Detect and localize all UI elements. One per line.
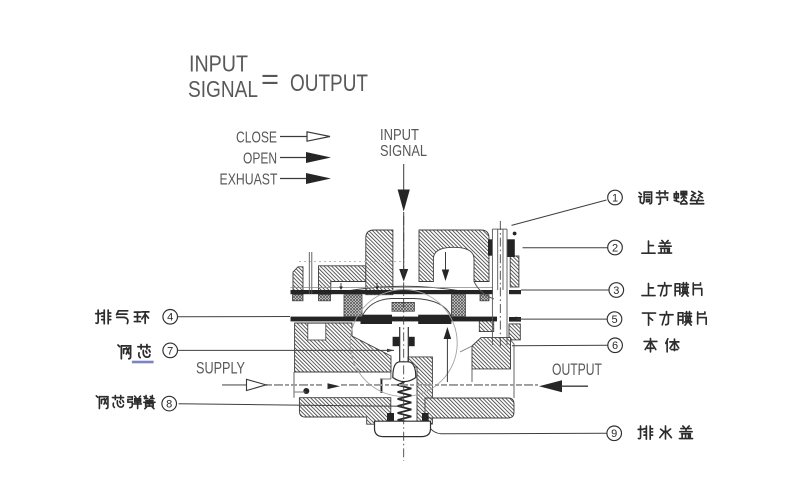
svg-text:7: 7	[167, 345, 173, 357]
svg-text:6: 6	[612, 340, 618, 352]
svg-text:SIGNAL: SIGNAL	[380, 143, 427, 160]
svg-text:9: 9	[611, 428, 617, 440]
svg-text:EXHUAST: EXHUAST	[220, 172, 278, 189]
svg-text:5: 5	[611, 314, 617, 326]
svg-text:8: 8	[166, 399, 172, 411]
svg-text:SUPPLY: SUPPLY	[196, 360, 245, 378]
svg-text:4: 4	[167, 312, 173, 324]
svg-text:3: 3	[613, 285, 619, 297]
svg-text:CLOSE: CLOSE	[236, 130, 277, 147]
svg-text:INPUT: INPUT	[380, 127, 419, 144]
svg-text:INPUT: INPUT	[189, 51, 248, 77]
svg-text:OUTPUT: OUTPUT	[552, 361, 602, 379]
svg-text:SIGNAL: SIGNAL	[188, 76, 258, 102]
svg-text:OPEN: OPEN	[243, 151, 277, 168]
svg-text:OUTPUT: OUTPUT	[290, 70, 368, 97]
svg-text:1: 1	[612, 192, 618, 204]
svg-text:2: 2	[612, 242, 618, 254]
svg-text:=: =	[261, 64, 279, 96]
